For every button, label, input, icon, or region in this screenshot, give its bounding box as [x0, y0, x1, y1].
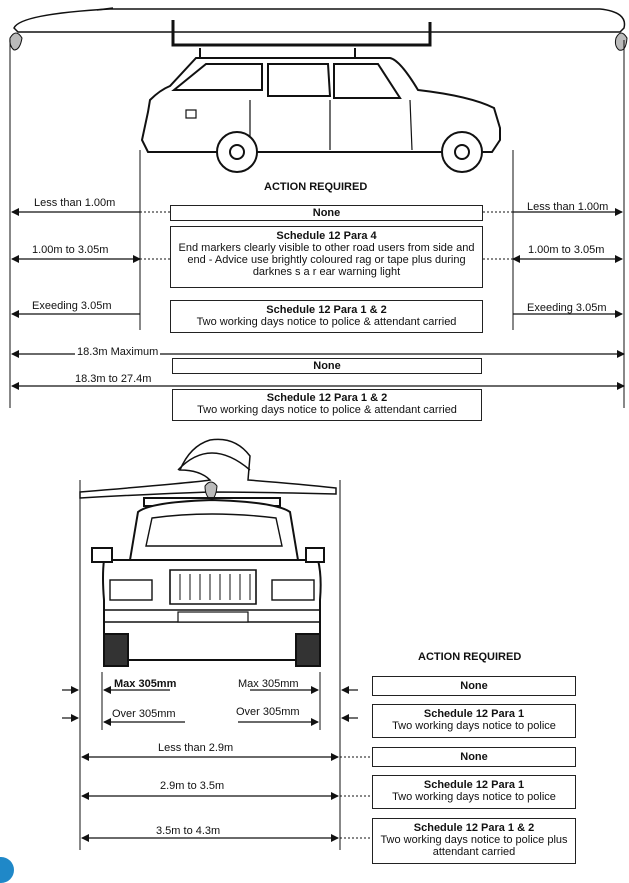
width-action-box-1: None [372, 747, 576, 767]
length-action-title-1: None [313, 360, 341, 372]
length-action-title-2: Schedule 12 Para 1 & 2 [266, 392, 388, 404]
top-action-box-3: Schedule 12 Para 1 & 2 Two working days … [170, 300, 483, 333]
load-end-marker-left [9, 32, 23, 51]
bottom-action-heading: ACTION REQUIRED [418, 651, 522, 663]
width-action-title-1: None [460, 751, 488, 763]
width-action-title-2: Schedule 12 Para 1 [423, 779, 525, 791]
width-connectors [340, 756, 372, 839]
length-label-1: 18.3m Maximum [75, 346, 161, 359]
load-marker-front [204, 481, 218, 501]
top-left-label-1: Less than 1.00m [34, 197, 116, 209]
side-right-label-2: Over 305mm [236, 706, 300, 718]
top-reference-lines [9, 40, 625, 408]
side-left-label-1: Max 305mm [114, 678, 177, 690]
side-action-title-1: None [460, 680, 488, 692]
bottom-reference-lines [79, 480, 341, 850]
width-action-title-3: Schedule 12 Para 1 & 2 [413, 822, 535, 834]
width-action-box-2: Schedule 12 Para 1 Two working days noti… [372, 775, 576, 809]
side-action-title-2: Schedule 12 Para 1 [423, 708, 525, 720]
long-load [13, 7, 626, 33]
top-action-heading: ACTION REQUIRED [264, 181, 368, 193]
top-action-body-2: End markers clearly visible to other roa… [178, 242, 475, 278]
width-label-3: 3.5m to 4.3m [156, 825, 221, 837]
top-action-title-3: Schedule 12 Para 1 & 2 [266, 304, 387, 316]
top-right-label-3: Exeeding 3.05m [527, 302, 607, 314]
side-action-body-2: Two working days notice to police [392, 720, 556, 732]
top-right-label-1: Less than 1.00m [527, 201, 609, 213]
saloon-car-front [91, 497, 325, 667]
width-action-box-3: Schedule 12 Para 1 & 2 Two working days … [372, 818, 576, 864]
projection-arrows [62, 686, 358, 726]
width-action-body-2: Two working days notice to police [392, 791, 556, 803]
length-action-box-1: None [172, 358, 482, 374]
dotted-connectors [140, 211, 513, 260]
length-action-body-2: Two working days notice to police & atte… [197, 404, 457, 416]
top-action-box-2: Schedule 12 Para 4 End markers clearly v… [170, 226, 483, 288]
top-left-label-3: Exeeding 3.05m [32, 300, 112, 312]
roof-rack [171, 20, 432, 58]
side-right-label-1: Max 305mm [238, 678, 299, 690]
top-action-title-1: None [312, 207, 341, 219]
top-action-box-1: None [170, 205, 483, 221]
top-left-label-2: 1.00m to 3.05m [32, 244, 109, 256]
width-label-2: 2.9m to 3.5m [160, 780, 225, 792]
width-action-body-3: Two working days notice to police plus a… [380, 834, 568, 858]
overhang-arrows [11, 208, 623, 318]
side-action-box-1: None [372, 676, 576, 696]
width-arrows [81, 753, 339, 842]
width-label-1: Less than 2.9m [158, 742, 234, 754]
side-action-box-2: Schedule 12 Para 1 Two working days noti… [372, 704, 576, 738]
load-end-marker-right [614, 32, 628, 51]
top-action-body-3: Two working days notice to police & atte… [196, 316, 457, 328]
length-label-2: 18.3m to 27.4m [75, 373, 152, 385]
top-action-title-2: Schedule 12 Para 4 [276, 230, 377, 242]
estate-car-side [140, 57, 501, 173]
top-right-label-2: 1.00m to 3.05m [528, 244, 605, 256]
side-left-label-2: Over 305mm [112, 708, 176, 720]
length-action-box-2: Schedule 12 Para 1 & 2 Two working days … [172, 389, 482, 421]
